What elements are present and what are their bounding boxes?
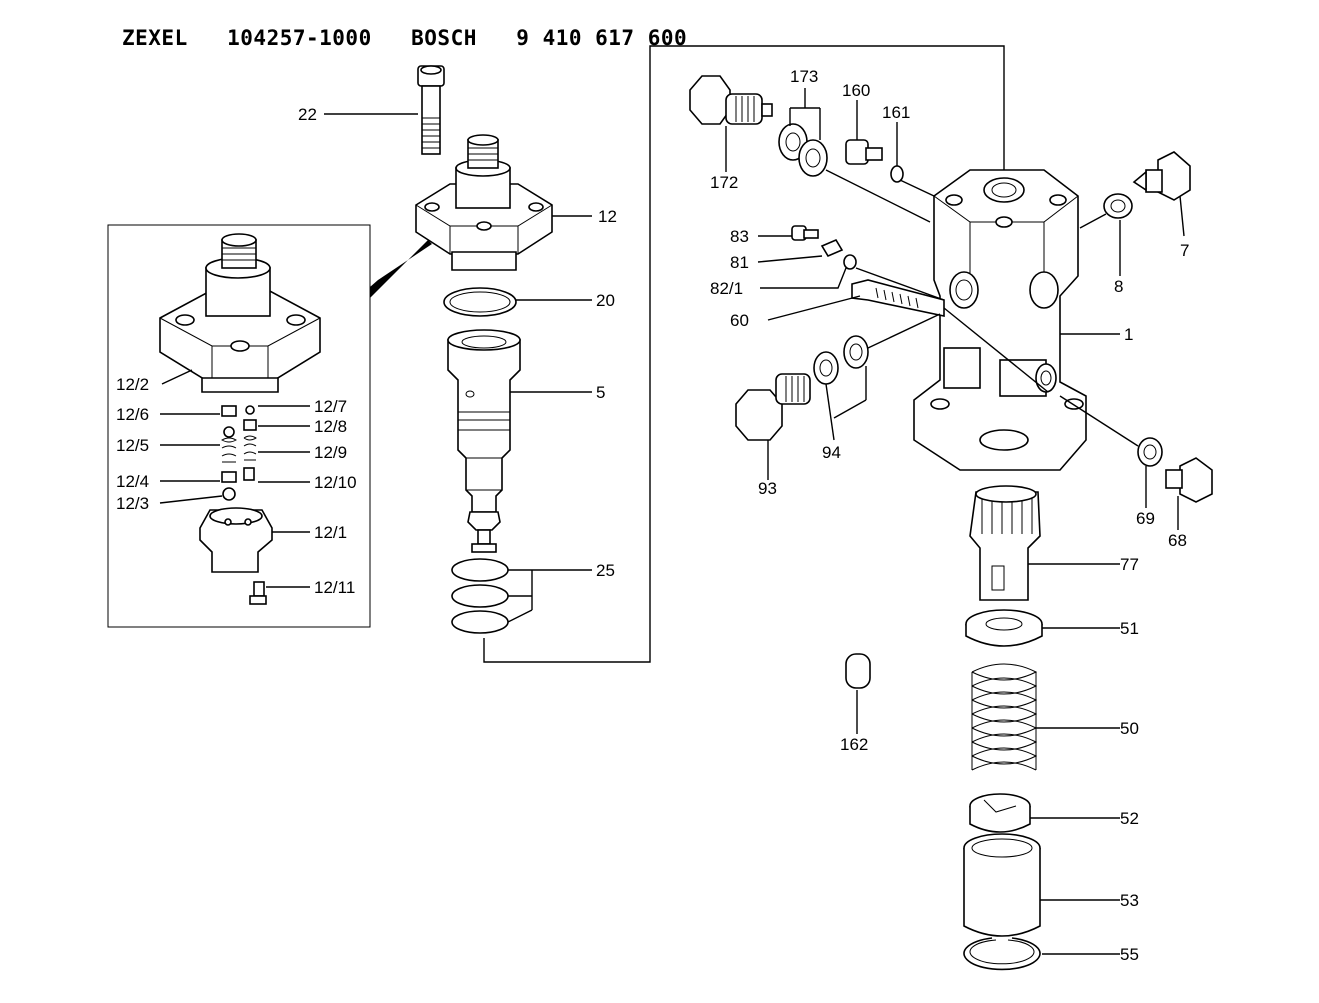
label-12-7: 12/7 — [314, 397, 347, 416]
label-60: 60 — [730, 311, 749, 330]
label-68: 68 — [1168, 531, 1187, 550]
part-68-plug — [1165, 457, 1213, 503]
label-1: 1 — [1124, 325, 1133, 344]
leader-7 — [1179, 195, 1185, 237]
label-22: 22 — [298, 105, 317, 124]
part-12-1-valve-seat — [199, 507, 273, 573]
leader-82-1 — [760, 267, 847, 289]
label-94: 94 — [822, 443, 841, 462]
part-50-plunger-spring — [971, 663, 1038, 771]
leader-94 — [825, 366, 867, 441]
label-162: 162 — [840, 735, 868, 754]
grouping-bracket — [483, 45, 1005, 663]
part-81-lever — [820, 238, 844, 258]
label-50: 50 — [1120, 719, 1139, 738]
label-12-9: 12/9 — [314, 443, 347, 462]
part-94-washers — [813, 335, 869, 385]
label-83: 83 — [730, 227, 749, 246]
label-12-2: 12/2 — [116, 375, 149, 394]
label-82-1: 82/1 — [710, 279, 743, 298]
part-22-bolt — [417, 65, 445, 155]
part-161-washer — [890, 165, 904, 183]
label-12-1: 12/1 — [314, 523, 347, 542]
part-5-plunger-barrel — [447, 329, 521, 553]
part-77-control-sleeve — [969, 485, 1041, 601]
part-173-washers — [778, 123, 828, 177]
leader-173 — [789, 88, 821, 140]
part-55-snap-ring — [963, 937, 1041, 971]
part-12-11-screw — [249, 581, 267, 605]
label-93: 93 — [758, 479, 777, 498]
label-8: 8 — [1114, 277, 1123, 296]
label-12-11: 12/11 — [314, 578, 355, 597]
part-12-2-flange-body — [159, 233, 321, 393]
part-53-tappet — [963, 833, 1041, 937]
label-12-5: 12/5 — [116, 436, 149, 455]
label-69: 69 — [1136, 509, 1155, 528]
part-172-banjo-bolt — [689, 75, 773, 125]
callout-labels: 22 12 20 5 25 12/2 12/6 12/5 12/4 12/3 1… — [116, 67, 1189, 964]
label-12-6: 12/6 — [116, 405, 149, 424]
inset-valve-parts — [220, 405, 257, 501]
label-12-10: 12/10 — [314, 473, 357, 492]
label-12: 12 — [598, 207, 617, 226]
axis-line-94 — [867, 313, 941, 349]
part-20-o-ring — [443, 287, 517, 317]
part-82-1-washer — [843, 254, 857, 270]
part-12-delivery-valve-holder — [415, 134, 553, 271]
label-55: 55 — [1120, 945, 1139, 964]
part-69-washer — [1137, 437, 1163, 467]
label-172: 172 — [710, 173, 738, 192]
axis-line-82-1 — [855, 267, 945, 301]
part-25-o-rings — [451, 558, 509, 634]
label-12-8: 12/8 — [314, 417, 347, 436]
leader-81 — [757, 255, 823, 263]
label-81: 81 — [730, 253, 749, 272]
part-51-spring-seat — [965, 609, 1043, 647]
label-5: 5 — [596, 383, 605, 402]
part-7-plug — [1132, 151, 1191, 201]
label-161: 161 — [882, 103, 910, 122]
part-93-banjo-bolt — [735, 373, 811, 441]
label-20: 20 — [596, 291, 615, 310]
axis-line-173 — [825, 169, 931, 223]
label-25: 25 — [596, 561, 615, 580]
axis-line-69 — [1059, 395, 1139, 447]
label-12-3: 12/3 — [116, 494, 149, 513]
label-77: 77 — [1120, 555, 1139, 574]
part-83-screw — [791, 225, 819, 241]
label-53: 53 — [1120, 891, 1139, 910]
inset-detail-box — [107, 224, 432, 628]
label-12-4: 12/4 — [116, 472, 149, 491]
inset-leaders — [159, 369, 310, 588]
axis-line-8 — [1079, 213, 1107, 229]
label-160: 160 — [842, 81, 870, 100]
label-51: 51 — [1120, 619, 1139, 638]
part-160-screw — [845, 139, 883, 165]
part-162-key — [845, 653, 871, 689]
label-52: 52 — [1120, 809, 1139, 828]
axis-line-161 — [899, 179, 935, 197]
part-1-pump-housing — [913, 169, 1087, 471]
leader-25 — [507, 569, 592, 623]
label-7: 7 — [1180, 241, 1189, 260]
label-173: 173 — [790, 67, 818, 86]
leader-60 — [767, 295, 861, 321]
part-8-washer — [1103, 193, 1133, 219]
part-52-lower-spring-seat — [969, 793, 1031, 833]
